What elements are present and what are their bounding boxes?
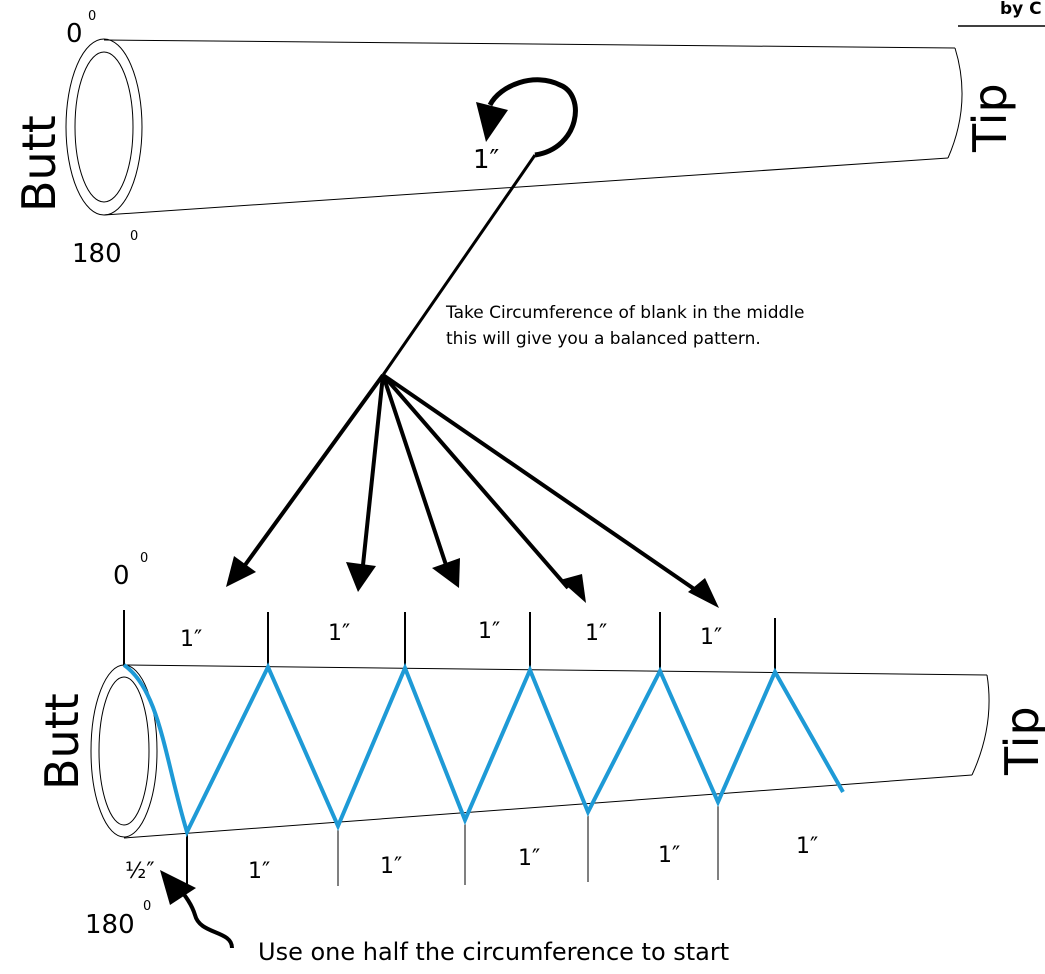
top-measure-2: 1″ xyxy=(328,621,350,646)
bottom-degree-zero-sup: 0 xyxy=(140,551,148,566)
fan-arrow-5 xyxy=(381,373,702,595)
fan-arrow-head-3 xyxy=(432,558,460,588)
top-tip-end xyxy=(947,47,963,159)
bottom-measure-1: 1″ xyxy=(248,859,270,884)
thread-wrap-zigzag xyxy=(122,662,845,838)
bottom-degree-180: 180 xyxy=(85,910,135,940)
connector-line xyxy=(381,154,537,376)
fan-arrow-heads xyxy=(226,556,719,608)
fan-arrow-head-4 xyxy=(560,574,586,603)
bottom-butt-inner-ring xyxy=(98,676,150,826)
note-line-2: this will give you a balanced pattern. xyxy=(446,329,761,349)
top-blank-upper-edge xyxy=(103,39,956,49)
bottom-measure-5: 1″ xyxy=(796,834,818,859)
top-rod-blank xyxy=(65,38,963,216)
bottom-tick-marks xyxy=(186,802,719,887)
top-blank-lower-edge xyxy=(103,157,949,216)
top-tick-marks xyxy=(123,610,776,672)
fan-arrow-lines xyxy=(238,373,702,595)
fan-arrow-head-1 xyxy=(226,556,256,587)
top-loop-measure: 1″ xyxy=(473,145,500,175)
top-measure-3: 1″ xyxy=(478,619,500,644)
start-arrow-head xyxy=(160,870,196,905)
top-degree-180-sup: 0 xyxy=(130,229,138,244)
half-measure: ½″ xyxy=(125,859,155,884)
top-measure-1: 1″ xyxy=(180,627,202,652)
fan-arrow-4 xyxy=(381,373,570,590)
top-degree-zero: 0 xyxy=(66,19,83,49)
start-note: Use one half the circumference to start xyxy=(258,938,729,966)
bottom-degree-zero: 0 xyxy=(113,561,130,591)
top-degree-180: 180 xyxy=(72,239,122,269)
top-tip-label: Tip xyxy=(963,83,1017,153)
bottom-measure-2: 1″ xyxy=(380,854,402,879)
bottom-degree-180-sup: 0 xyxy=(143,899,151,914)
top-butt-inner-ring xyxy=(74,51,134,203)
bottom-measure-4: 1″ xyxy=(658,843,680,868)
top-measure-5: 1″ xyxy=(700,625,722,650)
fan-arrow-1 xyxy=(238,373,385,574)
top-measure-4: 1″ xyxy=(585,621,607,646)
fan-arrow-head-5 xyxy=(688,578,719,608)
top-butt-outer-ring xyxy=(65,38,143,216)
fan-arrow-3 xyxy=(381,374,448,566)
bottom-blank-upper-edge xyxy=(123,664,988,676)
start-arrow-curve xyxy=(178,888,234,949)
corner-label: by C xyxy=(1000,0,1042,19)
top-butt-label: Butt xyxy=(12,115,66,212)
bottom-butt-label: Butt xyxy=(35,693,89,790)
top-degree-zero-sup: 0 xyxy=(88,9,96,24)
fan-arrow-head-2 xyxy=(346,562,376,592)
note-line-1: Take Circumference of blank in the middl… xyxy=(445,303,804,323)
loop-arrow-head xyxy=(476,102,508,142)
bottom-blank-lower-edge xyxy=(123,774,973,839)
loop-arrow-curve xyxy=(487,77,578,158)
bottom-tip-end xyxy=(971,674,990,776)
bottom-tip-label: Tip xyxy=(995,706,1045,776)
bottom-measure-3: 1″ xyxy=(518,846,540,871)
fan-arrow-2 xyxy=(361,374,385,566)
